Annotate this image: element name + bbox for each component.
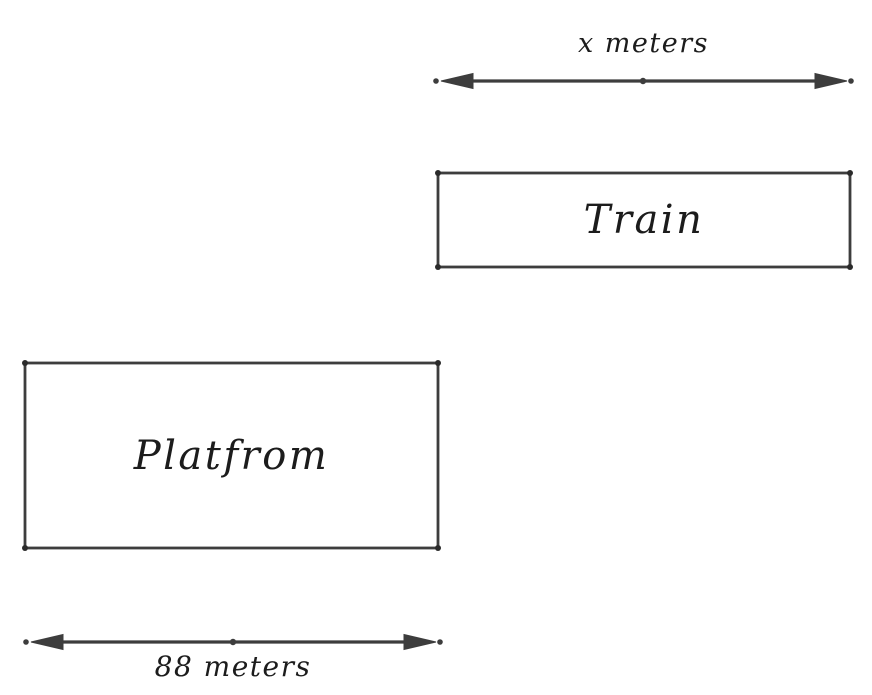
platform-box	[22, 360, 441, 551]
platform-dimension-endpoint-left-dot	[23, 639, 29, 645]
platform-dimension-midpoint-dot	[229, 638, 237, 646]
train-label: Train	[583, 197, 705, 243]
train-rectangle	[436, 171, 852, 269]
train-corner-top-left-dot	[435, 170, 441, 176]
platform-label: Platfrom	[133, 432, 330, 479]
train-dimension-arrowhead-left	[440, 72, 474, 90]
train-dimension-arrow	[433, 72, 854, 90]
train-dimension-arrowhead-right	[814, 72, 848, 90]
platform-dimension-arrowhead-right	[403, 633, 437, 651]
platform-corner-top-left-dot	[22, 360, 28, 366]
train-dimension-midpoint-dot	[639, 77, 647, 85]
train-corner-top-right-dot	[847, 170, 853, 176]
train-dimension-endpoint-right-dot	[848, 78, 854, 84]
train-dimension-endpoint-left-dot	[433, 78, 439, 84]
train-corner-bottom-right-dot	[847, 264, 853, 270]
platform-corner-bottom-left-dot	[22, 545, 28, 551]
platform-dimension-label: 88 meters	[154, 650, 312, 683]
train-box	[435, 170, 853, 270]
train-dimension-label: x meters	[578, 28, 709, 59]
platform-dimension-arrow	[23, 633, 443, 651]
train-corner-bottom-left-dot	[435, 264, 441, 270]
platform-dimension-endpoint-right-dot	[437, 639, 443, 645]
platform-corner-top-right-dot	[435, 360, 441, 366]
platform-corner-bottom-right-dot	[435, 545, 441, 551]
platform-dimension-arrowhead-left	[30, 633, 64, 651]
platform-rectangle	[23, 361, 440, 550]
